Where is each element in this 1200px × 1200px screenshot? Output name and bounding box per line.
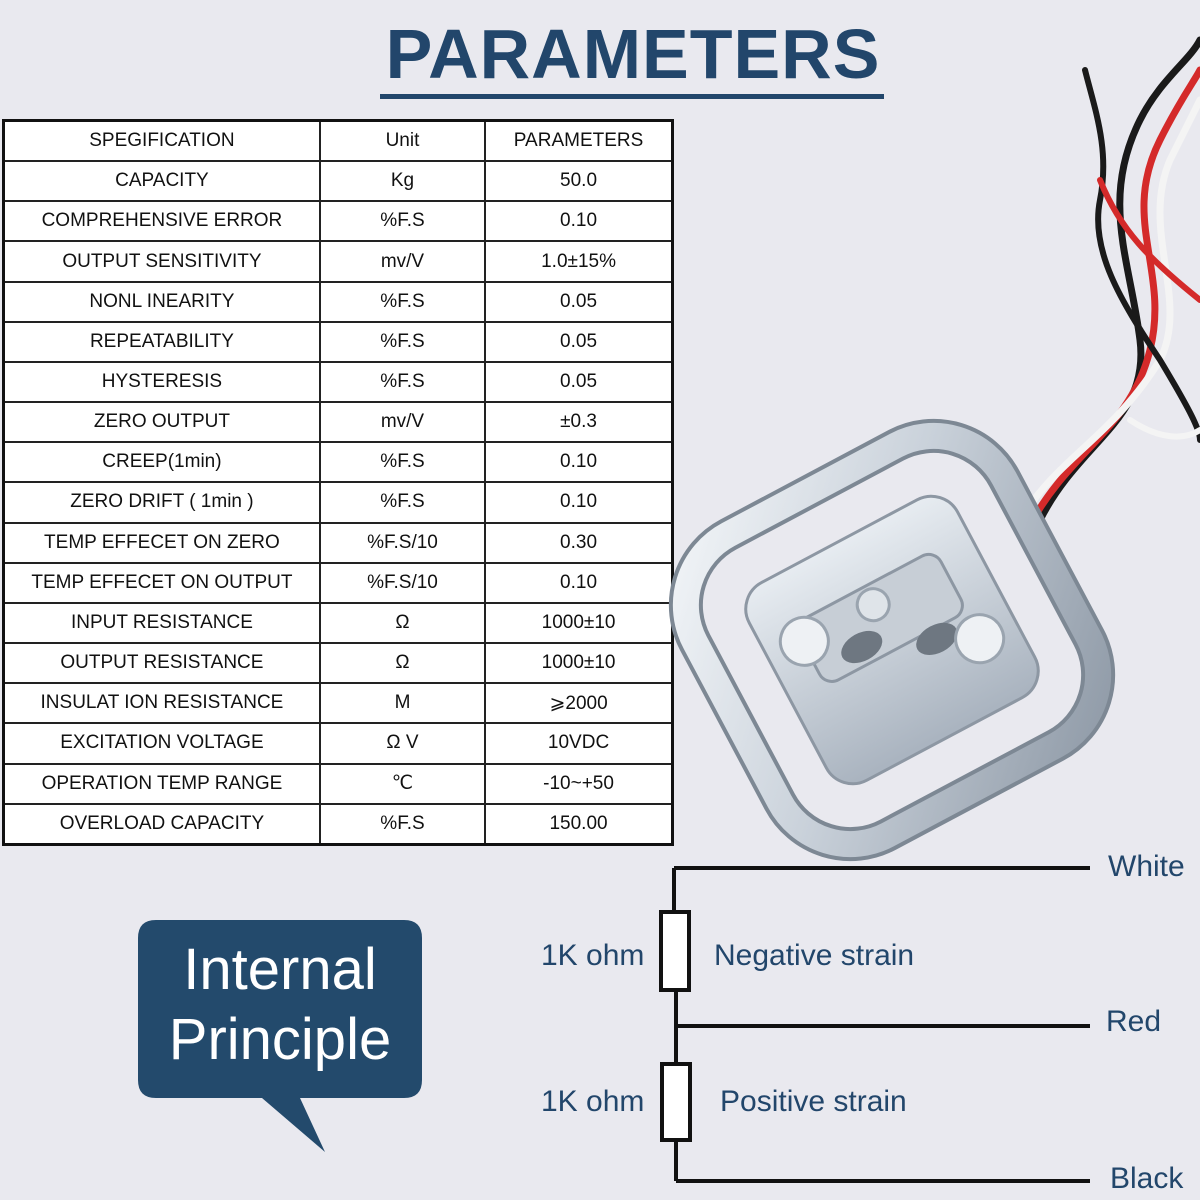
cell-parameter: 0.10 bbox=[484, 441, 674, 484]
cell-specification: OUTPUT RESISTANCE bbox=[2, 642, 321, 685]
wire-label-black: Black bbox=[1110, 1162, 1184, 1195]
cell-specification: INPUT RESISTANCE bbox=[2, 601, 321, 645]
title-underline bbox=[380, 94, 884, 99]
cell-unit: ℃ bbox=[318, 762, 487, 805]
load-cell-frame bbox=[668, 418, 1116, 862]
header-unit: Unit bbox=[318, 119, 487, 163]
cell-specification: ZERO OUTPUT bbox=[2, 401, 321, 444]
sensor-wires bbox=[1016, 36, 1200, 529]
cell-parameter: 50.0 bbox=[484, 160, 674, 203]
cell-specification: OUTPUT SENSITIVITY bbox=[2, 240, 321, 283]
callout-line-1: Internal bbox=[183, 937, 377, 1002]
cell-unit: Kg bbox=[318, 160, 487, 203]
wire-label-white: White bbox=[1108, 850, 1185, 883]
cell-specification: OVERLOAD CAPACITY bbox=[2, 802, 321, 846]
cell-unit: %F.S bbox=[318, 320, 487, 363]
resistor-bottom-value: 1K ohm bbox=[541, 1085, 645, 1118]
cell-unit: %F.S bbox=[318, 441, 487, 484]
wire-label-red: Red bbox=[1106, 1005, 1162, 1038]
cell-specification: COMPREHENSIVE ERROR bbox=[2, 200, 321, 243]
cell-specification: REPEATABILITY bbox=[2, 320, 321, 363]
cell-unit: %F.S bbox=[318, 360, 487, 404]
cell-parameter: 0.10 bbox=[484, 481, 674, 524]
cell-specification: NONL INEARITY bbox=[2, 280, 321, 323]
cell-unit: %F.S/10 bbox=[318, 561, 487, 604]
cell-parameter: -10~+50 bbox=[484, 762, 674, 805]
cell-specification: CAPACITY bbox=[2, 160, 321, 203]
resistor-positive bbox=[660, 1062, 692, 1142]
cell-specification: INSULAT ION RESISTANCE bbox=[2, 682, 321, 725]
cell-parameter: 150.00 bbox=[484, 802, 674, 846]
cell-unit: %F.S bbox=[318, 802, 487, 846]
resistor-bottom-label: Positive strain bbox=[720, 1085, 907, 1118]
cell-specification: EXCITATION VOLTAGE bbox=[2, 722, 321, 765]
page-title: PARAMETERS bbox=[385, 15, 881, 93]
cell-parameter: 0.05 bbox=[484, 280, 674, 323]
callout-line-2: Principle bbox=[168, 1007, 392, 1072]
cell-parameter: 10VDC bbox=[484, 722, 674, 765]
cell-parameter: 0.10 bbox=[484, 200, 674, 243]
callout-text: Internal Principle bbox=[138, 935, 422, 1075]
cell-unit: %F.S bbox=[318, 481, 487, 524]
cell-unit: M bbox=[318, 682, 487, 725]
cell-unit: mv/V bbox=[318, 240, 487, 283]
table-row: OPERATION TEMP RANGE℃-10~+50 bbox=[2, 762, 674, 805]
cell-unit: %F.S/10 bbox=[318, 521, 487, 564]
resistor-top-label: Negative strain bbox=[714, 939, 915, 972]
cell-specification: HYSTERESIS bbox=[2, 360, 321, 404]
cell-unit: Ω V bbox=[318, 722, 487, 765]
header-specification: SPEGIFICATION bbox=[2, 119, 321, 163]
cell-parameter: 1.0±15% bbox=[484, 240, 674, 283]
cell-parameter: 0.10 bbox=[484, 561, 674, 604]
cell-parameter: 0.30 bbox=[484, 521, 674, 564]
cell-unit: mv/V bbox=[318, 401, 487, 444]
cell-specification: CREEP(1min) bbox=[2, 441, 321, 484]
cell-specification: OPERATION TEMP RANGE bbox=[2, 762, 321, 805]
cell-unit: Ω bbox=[318, 601, 487, 645]
cell-unit: %F.S bbox=[318, 280, 487, 323]
cell-unit: Ω bbox=[318, 642, 487, 685]
cell-parameter: ⩾2000 bbox=[484, 682, 674, 725]
cell-parameter: 1000±10 bbox=[484, 601, 674, 645]
cell-specification: TEMP EFFECET ON ZERO bbox=[2, 521, 321, 564]
cell-specification: TEMP EFFECET ON OUTPUT bbox=[2, 561, 321, 604]
cell-specification: ZERO DRIFT ( 1min ) bbox=[2, 481, 321, 524]
cell-parameter: ±0.3 bbox=[484, 401, 674, 444]
cell-unit: %F.S bbox=[318, 200, 487, 243]
resistor-top-value: 1K ohm bbox=[541, 939, 645, 972]
cell-parameter: 1000±10 bbox=[484, 642, 674, 685]
resistor-negative bbox=[659, 910, 691, 992]
header-parameters: PARAMETERS bbox=[484, 119, 674, 163]
table-header-row: SPEGIFICATION Unit PARAMETERS bbox=[2, 119, 674, 163]
cell-parameter: 0.05 bbox=[484, 320, 674, 363]
cell-parameter: 0.05 bbox=[484, 360, 674, 404]
